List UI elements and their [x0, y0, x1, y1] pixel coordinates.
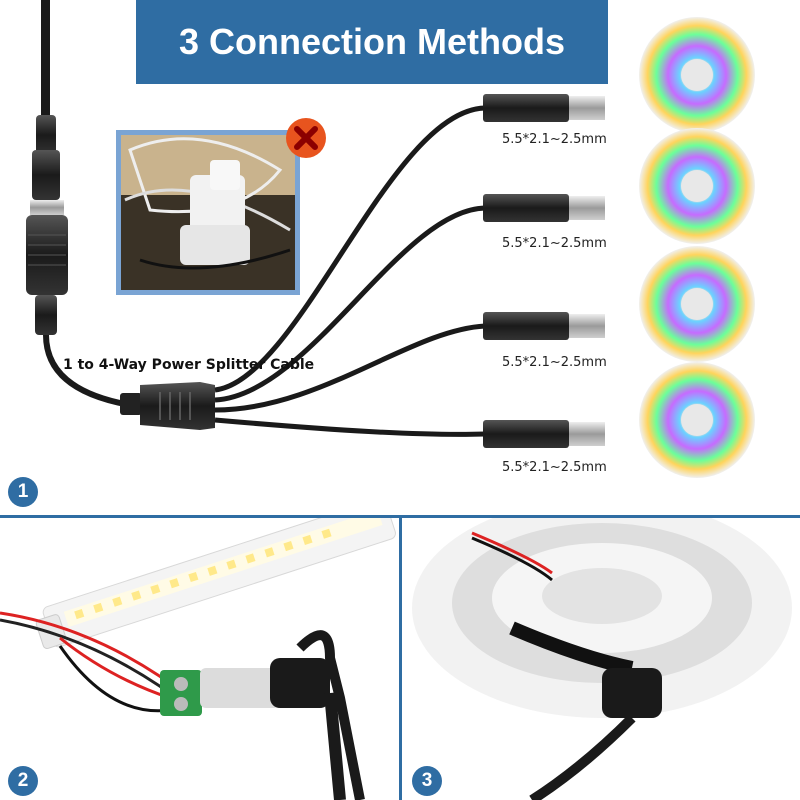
led-reel-3 — [639, 246, 755, 362]
method-1-badge: 1 — [8, 477, 38, 507]
led-reel-1 — [639, 17, 755, 133]
method-2-badge: 2 — [8, 766, 38, 796]
led-reel-2 — [639, 128, 755, 244]
method-2-illustration — [0, 518, 399, 800]
x-icon — [286, 118, 326, 158]
dc-plug-2 — [483, 194, 605, 222]
screw-terminal-adapter — [160, 658, 330, 716]
method-3-illustration — [402, 518, 800, 800]
branch-cables — [214, 105, 486, 437]
connector-size-label: 5.5*2.1~2.5mm — [502, 132, 607, 147]
connector-size-label: 5.5*2.1~2.5mm — [502, 460, 607, 475]
messy-adapters-photo — [116, 130, 300, 295]
dc-plug-3 — [483, 312, 605, 340]
page-title: 3 Connection Methods — [136, 0, 608, 84]
section-divider-vertical — [399, 515, 402, 800]
splitter-hub — [120, 382, 215, 430]
dc-plug-1 — [483, 94, 605, 122]
connector-size-label: 5.5*2.1~2.5mm — [502, 236, 607, 251]
dc-plug-4 — [483, 420, 605, 448]
led-bar — [35, 518, 396, 650]
main-illustration — [26, 0, 755, 478]
connector-size-label: 5.5*2.1~2.5mm — [502, 355, 607, 370]
method-3-badge: 3 — [412, 766, 442, 796]
input-cable — [26, 0, 131, 408]
led-reel-4 — [639, 362, 755, 478]
splitter-label: 1 to 4-Way Power Splitter Cable — [63, 357, 315, 373]
